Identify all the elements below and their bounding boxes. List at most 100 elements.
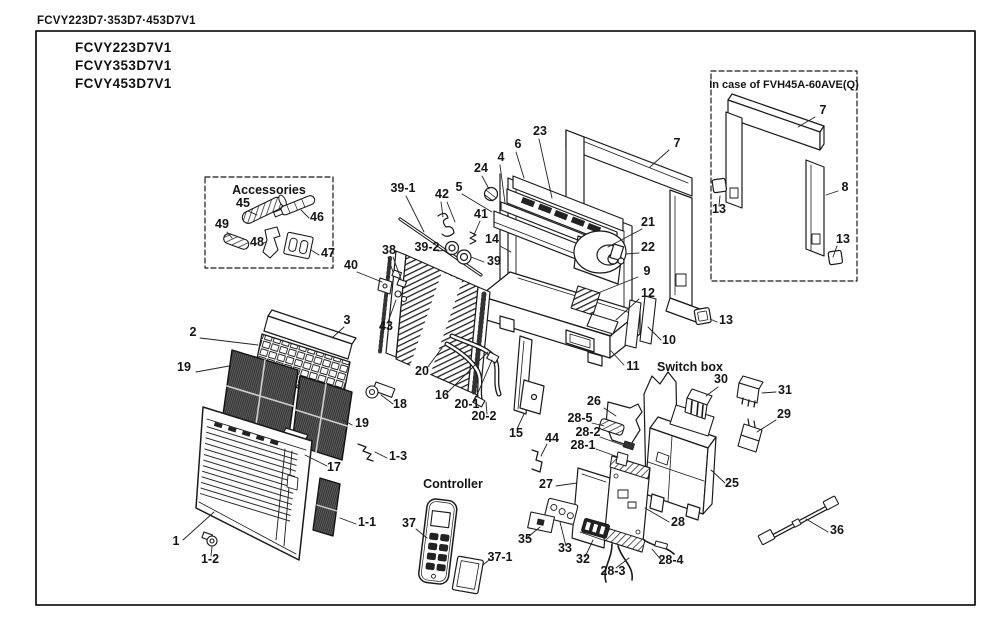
part-bracket-44 [531, 449, 543, 473]
part-label-31: 31 [778, 383, 792, 397]
part-label-33: 33 [558, 541, 572, 555]
part-top-plate-3 [263, 309, 357, 360]
part-label-39-1: 39-1 [390, 181, 415, 195]
part-label-23: 23 [533, 124, 547, 138]
part-controller-holder-37-1 [451, 555, 484, 595]
part-lead-wire-28-3 [604, 543, 633, 583]
part-label-28-5: 28-5 [567, 411, 592, 425]
part-damper-rod-group [398, 186, 499, 277]
leader-lines [182, 116, 839, 569]
model-name-1: FCVY223D7V1 [75, 40, 172, 55]
part-heater-28-5 [598, 418, 625, 436]
part-cap-13-main [693, 307, 712, 326]
part-clamp-plate-47 [283, 231, 314, 260]
controller-buttons [425, 532, 450, 572]
part-terminal-block-30 [669, 388, 715, 437]
part-label-47: 47 [321, 246, 335, 260]
part-number-labels: 23 6 4 24 5 39-1 42 41 39-2 39 14 38 40 … [173, 103, 850, 578]
part-tube-49 [223, 233, 250, 250]
part-insulation-tube-45 [241, 194, 287, 224]
part-label-38: 38 [382, 243, 396, 257]
part-relay-31 [736, 375, 764, 408]
model-list: FCVY223D7V1 FCVY353D7V1 FCVY453D7V1 [75, 40, 172, 91]
part-fvh-frame [711, 93, 844, 266]
part-nameplate-35 [527, 511, 556, 534]
part-fan-mount-22 [609, 243, 625, 265]
part-label-41: 41 [474, 207, 488, 221]
part-label-fvh-7: 7 [820, 103, 827, 117]
part-label-7: 7 [674, 136, 681, 150]
part-front-panel [195, 406, 313, 561]
part-label-43: 43 [379, 319, 393, 333]
part-connector-29 [737, 418, 763, 453]
part-spring-41 [469, 231, 477, 245]
part-electrical-assembly [527, 401, 675, 583]
part-label-13: 13 [719, 313, 733, 327]
part-label-28-4: 28-4 [658, 553, 683, 567]
part-label-18: 18 [393, 397, 407, 411]
part-remote-controller [418, 498, 458, 585]
part-support-plate-15 [513, 335, 545, 415]
part-label-2: 2 [190, 325, 197, 339]
part-label-1: 1 [173, 534, 180, 548]
part-label-27: 27 [539, 477, 553, 491]
part-clip-1-3 [357, 443, 374, 462]
part-label-9: 9 [644, 264, 651, 278]
part-label-16: 16 [435, 388, 449, 402]
part-label-20-2: 20-2 [471, 409, 496, 423]
model-name-2: FCVY353D7V1 [75, 58, 172, 73]
part-label-fvh-13-left: 13 [712, 202, 726, 216]
part-label-3: 3 [344, 313, 351, 327]
part-fvh-cap-13-left [711, 177, 728, 194]
part-label-35: 35 [518, 532, 532, 546]
part-label-46: 46 [310, 210, 324, 224]
part-label-29: 29 [777, 407, 791, 421]
part-label-1-1: 1-1 [358, 515, 376, 529]
panel-vent-slots [213, 422, 279, 446]
part-hinge-18 [365, 381, 396, 399]
part-knob-1-2 [201, 531, 218, 547]
part-side-packing-10 [624, 295, 657, 349]
part-label-25: 25 [725, 476, 739, 490]
page-border [35, 30, 976, 606]
part-flare-nut-20-1 [486, 351, 500, 364]
part-cap-24 [483, 186, 499, 202]
part-packing-12 [586, 313, 619, 335]
part-label-40: 40 [344, 258, 358, 272]
part-label-22: 22 [641, 240, 655, 254]
part-label-37-1: 37-1 [487, 550, 512, 564]
part-side-filter-1-1 [312, 477, 341, 537]
part-label-17: 17 [327, 460, 341, 474]
controller-title: Controller [423, 477, 483, 491]
part-bracket-42 [437, 212, 455, 237]
part-terminal-32 [581, 517, 611, 539]
part-label-37: 37 [402, 516, 416, 530]
part-drain-hose-46 [273, 195, 316, 218]
part-label-28-1: 28-1 [570, 438, 595, 452]
part-crank-rod-36 [757, 495, 839, 546]
part-grommet-39 [456, 249, 472, 265]
part-pipe-clamps [377, 269, 408, 303]
accessories-title: Accessories [232, 183, 306, 197]
fvh-title: In case of FVH45A-60AVE(Q) [709, 79, 859, 91]
model-name-3: FCVY453D7V1 [75, 76, 172, 91]
part-label-49: 49 [215, 217, 229, 231]
part-label-fvh-13-bottom: 13 [836, 232, 850, 246]
part-label-45: 45 [236, 196, 250, 210]
part-label-12: 12 [641, 286, 655, 300]
part-label-15: 15 [509, 426, 523, 440]
grille-slots [520, 197, 602, 234]
part-label-fvh-8: 8 [842, 180, 849, 194]
part-label-1-3: 1-3 [389, 449, 407, 463]
part-clip-28-1 [615, 451, 629, 467]
part-label-1-2: 1-2 [201, 552, 219, 566]
part-label-20-1: 20-1 [454, 397, 479, 411]
switch-box-title: Switch box [657, 360, 723, 374]
part-label-26: 26 [587, 394, 601, 408]
part-label-28: 28 [671, 515, 685, 529]
part-label-32: 32 [576, 552, 590, 566]
part-label-39-2: 39-2 [414, 240, 439, 254]
part-bracket-48 [262, 226, 281, 259]
part-top-panel-6 [512, 175, 624, 232]
